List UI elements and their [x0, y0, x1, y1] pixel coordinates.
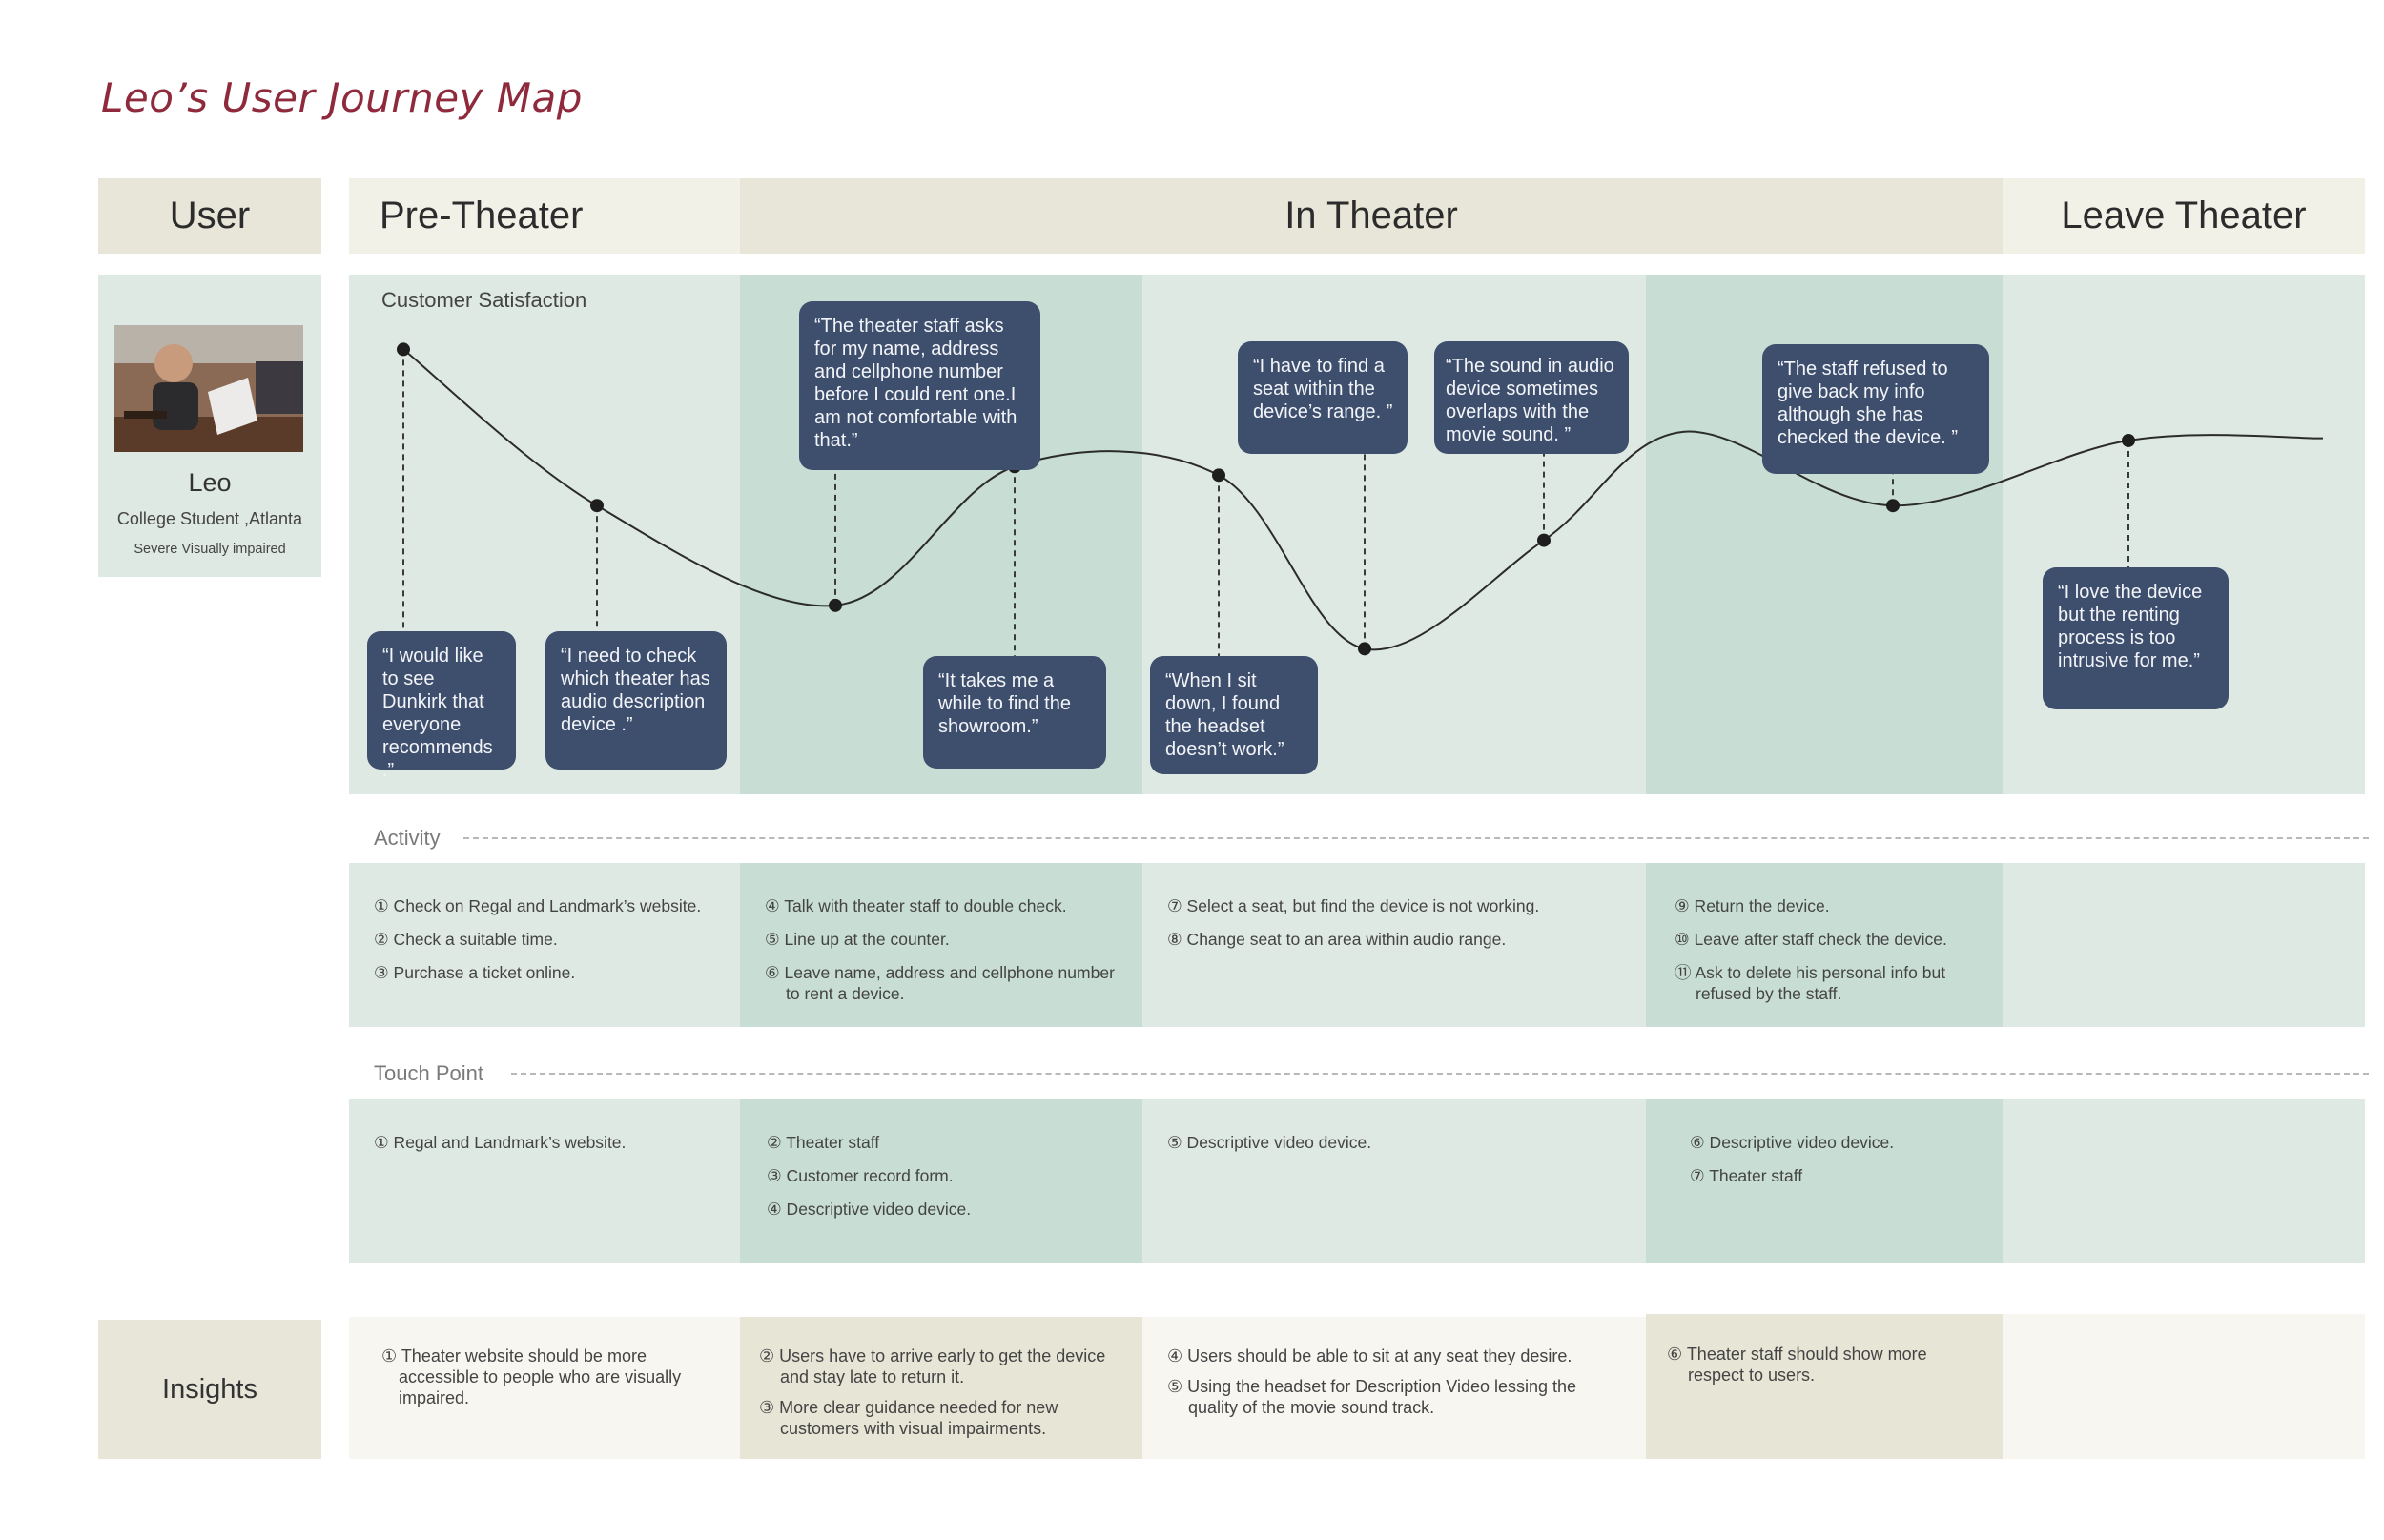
page-title: Leo’s User Journey Map: [101, 74, 583, 121]
stage-in-theater: In Theater: [740, 178, 2003, 254]
curve-point-1: [397, 342, 410, 357]
curve-point-9: [2122, 433, 2135, 447]
activity-item: ⑨ Return the device.: [1675, 896, 1830, 915]
user-header: User: [98, 178, 321, 254]
guide-lines: [402, 349, 2129, 656]
insights-cell-in-1: ② Users have to arrive early to get the …: [740, 1317, 1142, 1459]
user-card: Leo College Student ,Atlanta Severe Visu…: [98, 275, 321, 577]
touch-cell-in-2: ⑤ Descriptive video device.: [1142, 1099, 1646, 1263]
curve-point-2: [590, 499, 604, 513]
activity-item: ① Check on Regal and Landmark’s website.: [374, 896, 702, 915]
insights-cell-pre: ① Theater website should be more accessi…: [349, 1317, 740, 1459]
insight-item: ⑥ Theater staff should show more respect…: [1667, 1345, 1927, 1385]
user-header-label: User: [169, 195, 251, 236]
insight-item: ④ Users should be able to sit at any sea…: [1167, 1346, 1572, 1365]
activity-item: ⑪ Ask to delete his personal info but re…: [1675, 963, 1946, 1003]
quote-bubble-9: “I love the device but the renting proce…: [2043, 567, 2229, 709]
curve-point-7: [1537, 533, 1551, 547]
activity-item: ② Check a suitable time.: [374, 930, 558, 949]
stage-pre-theater: Pre-Theater: [349, 178, 740, 254]
curve-point-5: [1212, 468, 1225, 483]
activity-divider: [463, 837, 2369, 839]
insight-item: ① Theater website should be more accessi…: [381, 1346, 682, 1407]
quote-bubble-1: “I would like to see Dunkirk that everyo…: [367, 631, 516, 781]
activity-label: Activity: [374, 826, 441, 850]
insight-item: ⑤ Using the headset for Description Vide…: [1167, 1377, 1577, 1417]
user-role: College Student ,Atlanta: [116, 509, 303, 528]
curve-point-6: [1358, 642, 1371, 656]
activity-item: ⑧ Change seat to an area within audio ra…: [1167, 930, 1507, 949]
activity-item: ③ Purchase a ticket online.: [374, 963, 576, 982]
touch-item: ⑥ Descriptive video device.: [1690, 1133, 1895, 1152]
activity-item: ④ Talk with theater staff to double chec…: [765, 896, 1067, 915]
touch-cell-in-3: ⑥ Descriptive video device. ⑦ Theater st…: [1646, 1099, 2003, 1263]
stage-in-theater-label: In Theater: [1284, 195, 1458, 236]
user-condition: Severe Visually impaired: [134, 542, 286, 557]
insights-cell-in-3: ⑥ Theater staff should show more respect…: [1646, 1314, 2003, 1459]
activity-item: ⑦ Select a seat, but find the device is …: [1167, 896, 1540, 915]
stage-leave-theater: Leave Theater: [2003, 178, 2365, 254]
insights-label: Insights: [162, 1373, 257, 1405]
stage-pre-theater-label: Pre-Theater: [380, 195, 584, 236]
touch-item: ④ Descriptive video device.: [767, 1200, 972, 1219]
insights-cell-in-2: ④ Users should be able to sit at any sea…: [1142, 1317, 1646, 1459]
quote-bubble-7: “The sound in audio device sometimes ove…: [1434, 341, 1629, 454]
touch-item: ⑦ Theater staff: [1690, 1166, 1803, 1185]
touch-item: ⑤ Descriptive video device.: [1167, 1133, 1372, 1152]
quote-bubble-2: “I need to check which theater has audio…: [545, 631, 727, 770]
quote-bubble-5: “When I sit down, I found the headset do…: [1150, 656, 1318, 774]
curve-point-8: [1886, 499, 1900, 513]
activity-cell-in-2: ⑦ Select a seat, but find the device is …: [1142, 863, 1646, 1027]
touch-point-label: Touch Point: [374, 1061, 483, 1085]
user-name: Leo: [188, 468, 232, 497]
quote-bubble-3: “The theater staff asks for my name, add…: [799, 301, 1040, 470]
stage-leave-theater-label: Leave Theater: [2061, 195, 2307, 236]
touch-point-divider: [511, 1073, 2369, 1075]
touch-item: ② Theater staff: [767, 1133, 880, 1152]
insights-cell-leave: [2003, 1314, 2365, 1459]
quote-bubble-6: “I have to find a seat within the device…: [1238, 341, 1408, 454]
activity-cell-leave: [2003, 863, 2365, 1027]
activity-item: ⑥ Leave name, address and cellphone numb…: [765, 963, 1115, 1003]
touch-cell-in-1: ② Theater staff ③ Customer record form. …: [740, 1099, 1142, 1263]
insight-item: ② Users have to arrive early to get the …: [759, 1346, 1106, 1386]
touch-item: ③ Customer record form.: [767, 1166, 954, 1185]
activity-cell-in-3: ⑨ Return the device. ⑩ Leave after staff…: [1646, 863, 2003, 1027]
quote-bubble-4: “It takes me a while to find the showroo…: [923, 656, 1106, 769]
curve-point-3: [829, 598, 842, 612]
touch-cell-pre: ① Regal and Landmark’s website.: [349, 1099, 740, 1263]
activity-item: ⑤ Line up at the counter.: [765, 930, 950, 949]
activity-cell-in-1: ④ Talk with theater staff to double chec…: [740, 863, 1142, 1027]
insights-header: Insights: [98, 1320, 321, 1459]
quote-bubble-8: “The staff refused to give back my info …: [1762, 344, 1989, 474]
insight-item: ③ More clear guidance needed for new cus…: [759, 1398, 1058, 1438]
user-avatar: [114, 325, 303, 452]
activity-cell-pre: ① Check on Regal and Landmark’s website.…: [349, 863, 740, 1027]
satisfaction-curve: [402, 348, 2324, 651]
activity-item: ⑩ Leave after staff check the device.: [1675, 930, 1947, 949]
touch-cell-leave: [2003, 1099, 2365, 1263]
satisfaction-label: Customer Satisfaction: [381, 288, 587, 312]
touch-item: ① Regal and Landmark’s website.: [374, 1133, 627, 1152]
